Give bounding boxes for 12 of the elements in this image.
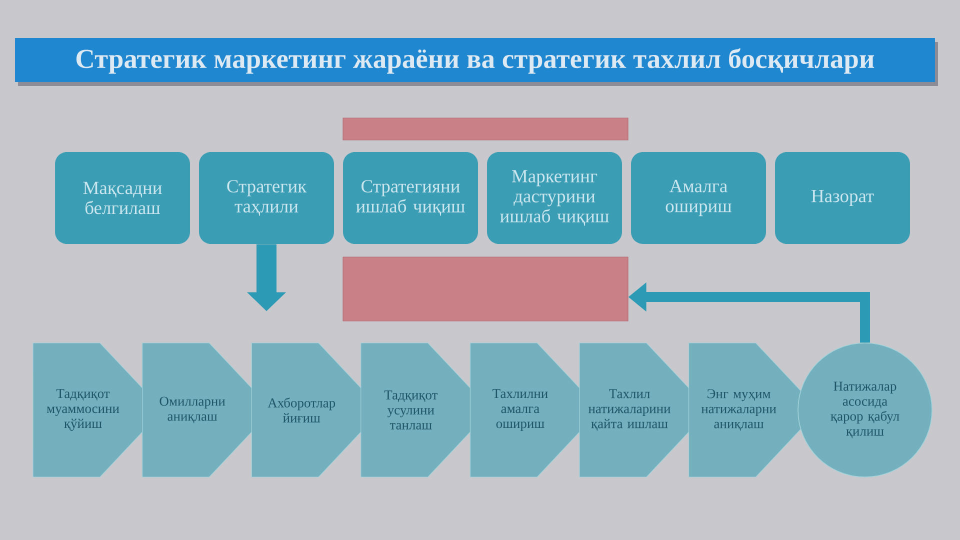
process-box: Стратегияни ишлаб чиқиш [343,152,478,244]
process-box: Назорат [775,152,910,244]
title-bar: Стратегик маркетинг жараёни ва стратегик тахлил босқичлари [15,38,938,86]
process-box: Стратегик таҳлили [199,152,334,244]
chevron-step: Тадқиқот усулини танлаш [360,342,492,478]
process-box: Мақсадни белгилаш [55,152,190,244]
empty-box [342,256,628,322]
chevron-step: Энг муҳим натижаларни аниқлаш [688,342,820,478]
chevron-step: Ахборотлар йиғиш [251,342,382,478]
process-box: Маркетинг дастурини ишлаб чиқиш [487,152,622,244]
empty-box [342,118,628,140]
process-box: Амалга ошириш [631,152,766,244]
